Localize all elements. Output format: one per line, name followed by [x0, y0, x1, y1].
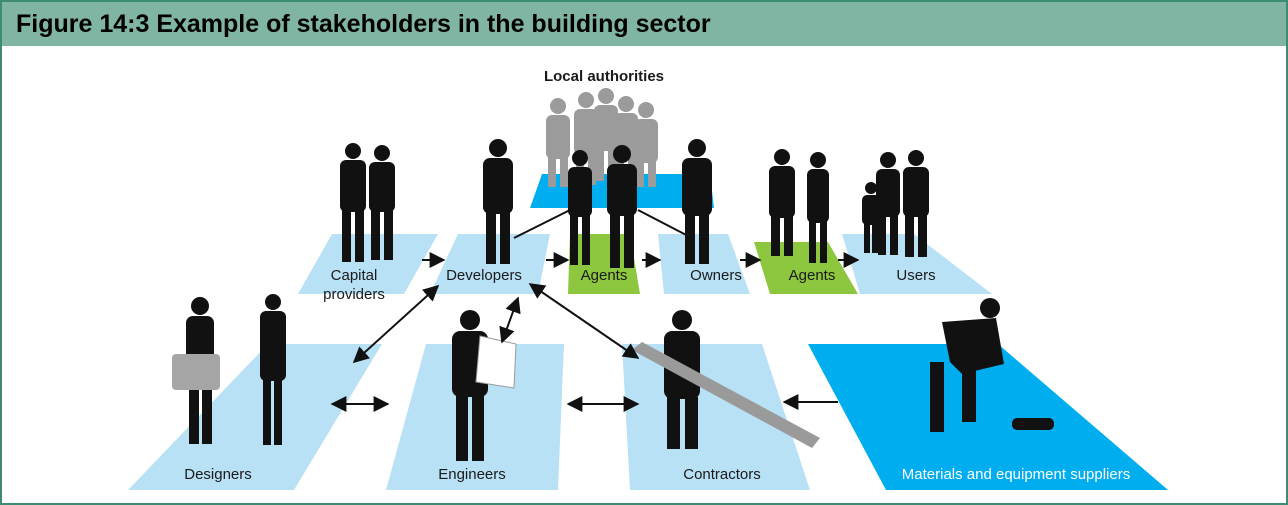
capital-providers-people: [340, 143, 395, 262]
designers-label: Designers: [184, 466, 252, 483]
beam-icon: [632, 342, 820, 448]
agents-right-label: Agents: [789, 267, 836, 284]
person-silhouette: [483, 139, 513, 264]
users-family: [862, 150, 929, 257]
developers-person: [483, 139, 513, 264]
person-silhouette: [930, 298, 1054, 432]
stakeholder-diagram: Local authorities Capital providers Deve…: [128, 68, 1168, 490]
person-silhouette: [607, 145, 637, 268]
person-silhouette: [682, 139, 712, 264]
blueprint-icon: [475, 335, 517, 389]
capital-providers-pad: [298, 234, 438, 294]
developers-label: Developers: [446, 267, 522, 284]
person-silhouette: [769, 149, 795, 256]
supplier-worker: [930, 298, 1054, 432]
person-silhouette: [807, 152, 829, 263]
person-silhouette: [369, 145, 395, 260]
agents-right-people: [769, 149, 829, 263]
local-authorities-group: [546, 88, 658, 187]
figure-title: Figure 14:3 Example of stakeholders in t…: [16, 10, 711, 38]
users-label: Users: [896, 267, 935, 284]
capital-providers-label-line2: providers: [323, 286, 385, 303]
person-silhouette: [340, 143, 366, 262]
arrow-developers-to-engineers: [499, 296, 521, 344]
person-silhouette: [568, 150, 592, 265]
bag-icon: [172, 354, 220, 390]
arrows: [330, 207, 860, 412]
title-bar: Figure 14:3 Example of stakeholders in t…: [2, 2, 1286, 46]
person-silhouette: [260, 294, 286, 445]
contractors-label: Contractors: [683, 466, 761, 483]
line-authorities-to-developers: [513, 207, 575, 239]
agents-left-label: Agents: [581, 267, 628, 284]
arrow-developers-to-contractors: [528, 283, 640, 359]
person-silhouette: [546, 98, 570, 187]
owners-label: Owners: [690, 267, 742, 284]
arrow-developers-to-designers: [352, 284, 440, 364]
local-authorities-label: Local authorities: [544, 68, 664, 85]
engineers-person: [452, 310, 517, 461]
labels: Local authorities Capital providers Deve…: [184, 68, 1130, 483]
person-silhouette: [634, 102, 658, 187]
designers-people: [172, 294, 286, 445]
person-silhouette: [876, 152, 900, 255]
person-silhouette: [862, 182, 880, 253]
owners-person: [682, 139, 712, 264]
suppliers-label: Materials and equipment suppliers: [902, 466, 1130, 483]
line-authorities-to-owners: [637, 209, 693, 239]
contractors-person: [632, 310, 820, 449]
capital-providers-label-line1: Capital: [331, 267, 378, 284]
suppliers-pad: [808, 344, 1168, 490]
person-silhouette: [903, 150, 929, 257]
designers-pad: [128, 344, 382, 490]
agents-left-people: [568, 145, 637, 268]
engineers-label: Engineers: [438, 466, 506, 483]
